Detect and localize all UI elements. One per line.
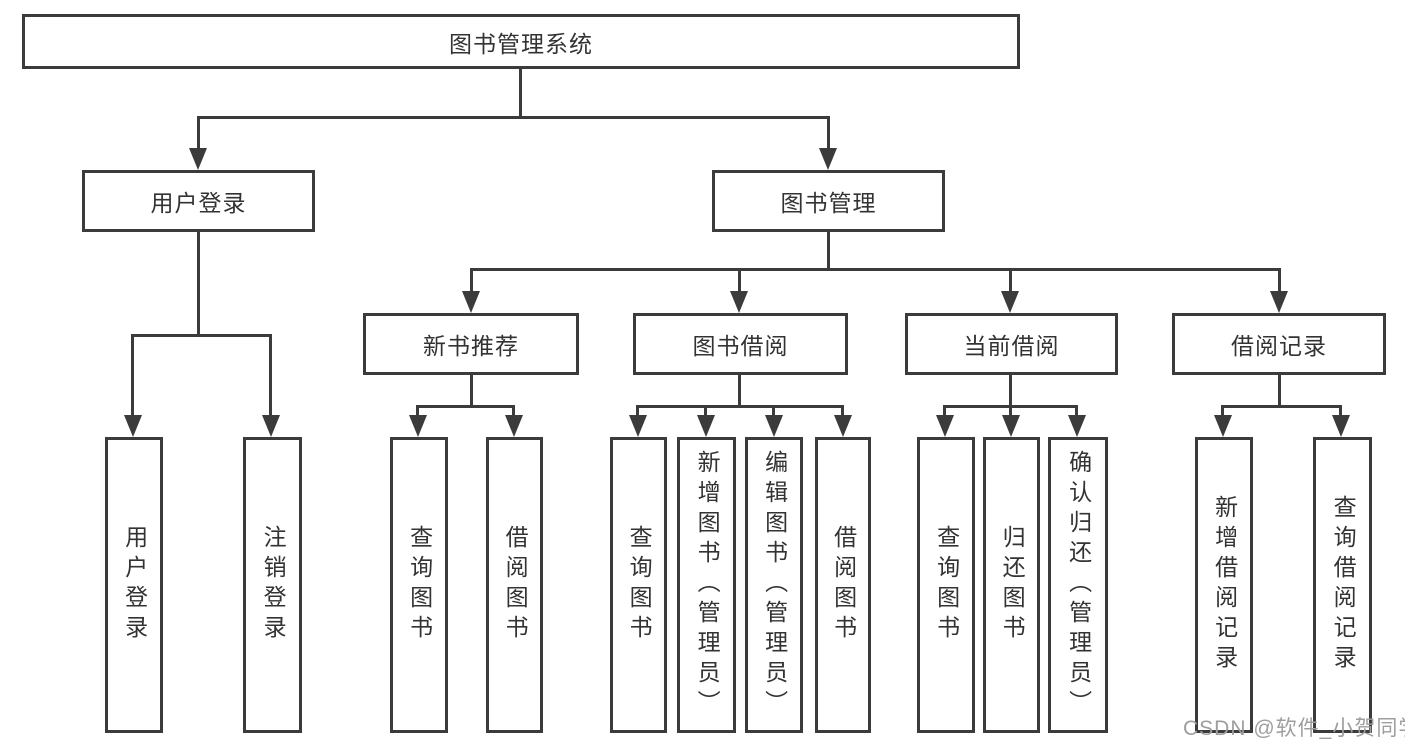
arrow-down-icon — [505, 415, 523, 437]
node-root: 图书管理系统 — [22, 14, 1020, 69]
node-leaf-query-book-borrow: 查询图书 — [610, 437, 667, 733]
node-leaf-user-login: 用户登录 — [105, 437, 163, 733]
node-leaf-query-book-recommend: 查询图书 — [390, 437, 448, 733]
connector-line — [943, 405, 946, 415]
connector-line — [1339, 405, 1342, 415]
connector-line — [636, 405, 639, 415]
arrow-down-icon — [1068, 415, 1086, 437]
connector-line — [1221, 405, 1224, 415]
connector-line — [1009, 405, 1012, 415]
node-new-book-recommend: 新书推荐 — [363, 313, 579, 375]
node-leaf-query-book-current: 查询图书 — [917, 437, 975, 733]
connector-line — [197, 116, 830, 119]
node-leaf-query-borrow-record: 查询借阅记录 — [1313, 437, 1372, 733]
node-leaf-borrow-book: 借阅图书 — [815, 437, 871, 733]
connector-line — [416, 405, 515, 408]
arrow-down-icon — [834, 415, 852, 437]
connector-line — [1075, 405, 1078, 415]
connector-line — [1009, 375, 1012, 407]
node-current-borrow: 当前借阅 — [905, 313, 1118, 375]
connector-line — [470, 268, 473, 291]
connector-line — [197, 116, 200, 150]
arrow-down-icon — [262, 415, 280, 437]
node-leaf-borrow-book-recommend: 借阅图书 — [486, 437, 543, 733]
node-book-management: 图书管理 — [712, 170, 945, 232]
arrow-down-icon — [189, 148, 207, 170]
arrow-down-icon — [1270, 291, 1288, 313]
arrow-down-icon — [819, 148, 837, 170]
node-book-borrow: 图书借阅 — [633, 313, 848, 375]
node-leaf-add-book-admin: 新增图书（管理员） — [677, 437, 736, 733]
connector-line — [519, 69, 522, 118]
arrow-down-icon — [629, 415, 647, 437]
watermark: CSDN @软件_小贺同学 — [1183, 717, 1405, 740]
connector-line — [827, 116, 830, 150]
connector-line — [704, 405, 707, 415]
node-leaf-confirm-return-admin: 确认归还（管理员） — [1048, 437, 1108, 733]
connector-line — [416, 405, 419, 415]
arrow-down-icon — [697, 415, 715, 437]
arrow-down-icon — [1002, 415, 1020, 437]
arrow-down-icon — [409, 415, 427, 437]
connector-line — [512, 405, 515, 415]
connector-line — [738, 268, 741, 291]
node-borrow-record: 借阅记录 — [1172, 313, 1386, 375]
node-leaf-edit-book-admin: 编辑图书（管理员） — [745, 437, 803, 733]
node-user-login: 用户登录 — [82, 170, 315, 232]
connector-line — [827, 232, 830, 270]
connector-line — [470, 268, 1281, 271]
arrow-down-icon — [1001, 291, 1019, 313]
connector-line — [1278, 375, 1281, 407]
arrow-down-icon — [1332, 415, 1350, 437]
connector-line — [131, 334, 134, 415]
connector-line — [841, 405, 844, 415]
arrow-down-icon — [765, 415, 783, 437]
connector-line — [772, 405, 775, 415]
connector-line — [197, 232, 200, 335]
connector-line — [131, 334, 272, 337]
connector-line — [738, 375, 741, 407]
connector-line — [470, 375, 473, 407]
node-leaf-add-borrow-record: 新增借阅记录 — [1195, 437, 1253, 733]
arrow-down-icon — [1214, 415, 1232, 437]
connector-line — [636, 405, 844, 408]
arrow-down-icon — [462, 291, 480, 313]
arrow-down-icon — [730, 291, 748, 313]
node-leaf-logout: 注销登录 — [243, 437, 302, 733]
connector-line — [1009, 268, 1012, 291]
connector-line — [1221, 405, 1342, 408]
arrow-down-icon — [124, 415, 142, 437]
node-leaf-return-book: 归还图书 — [983, 437, 1040, 733]
arrow-down-icon — [936, 415, 954, 437]
connector-line — [1278, 268, 1281, 291]
connector-line — [269, 334, 272, 415]
